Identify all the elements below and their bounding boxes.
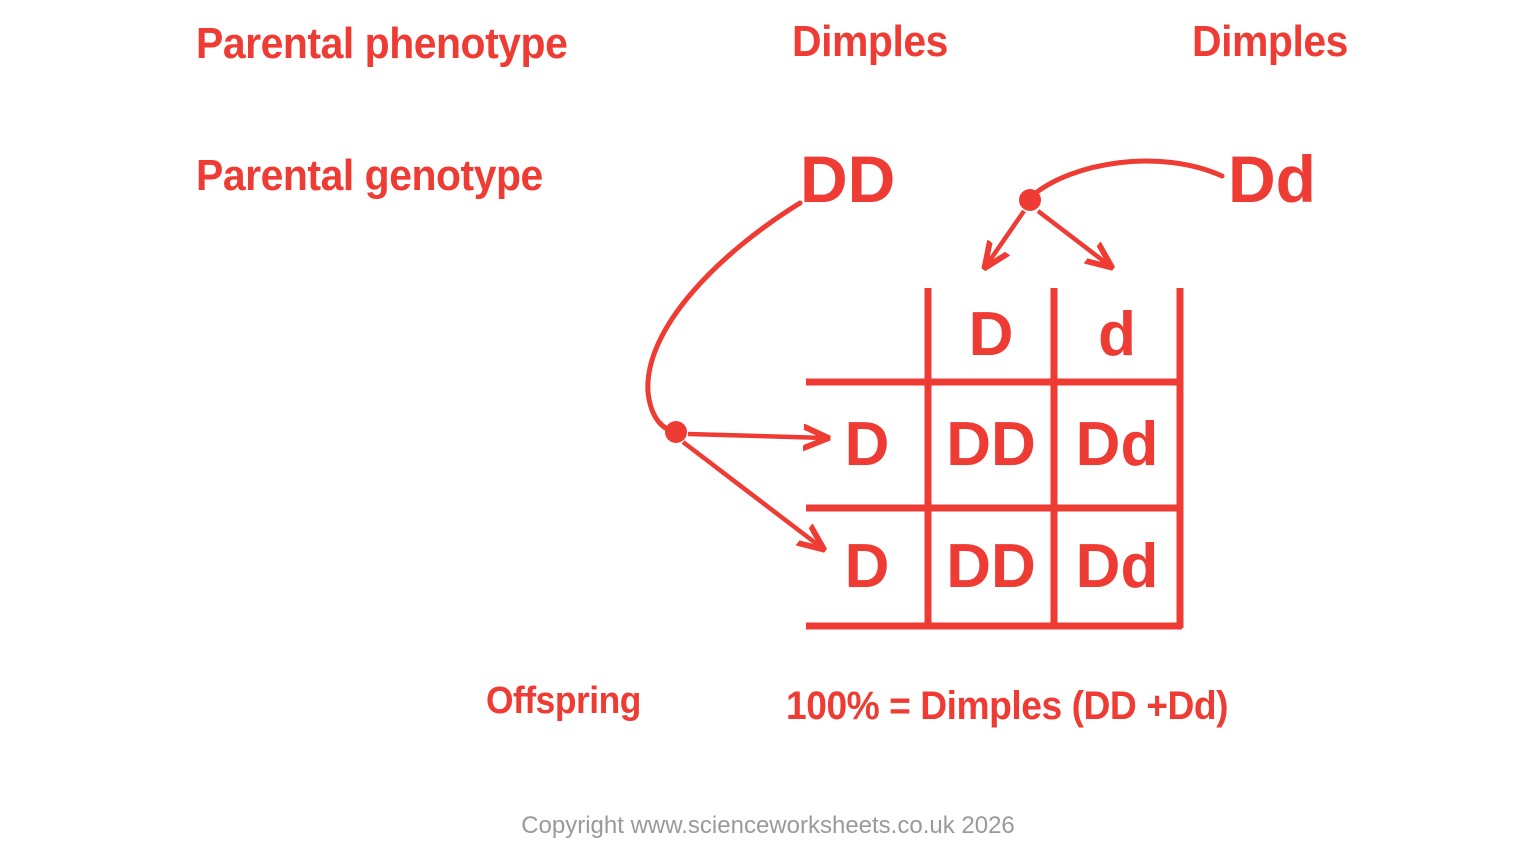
parent-1-arrow-to-row-2 xyxy=(681,440,822,548)
punnett-row-header-0: D xyxy=(844,410,890,479)
copyright-notice: Copyright www.scienceworksheets.co.uk 20… xyxy=(521,812,1015,839)
parental-phenotype-label: Parental phenotype xyxy=(196,19,568,68)
parent-1-branch-node xyxy=(665,421,687,443)
punnett-cell-0-0: DD xyxy=(946,410,1036,479)
punnett-row-header-1: D xyxy=(844,531,890,601)
punnett-column-header-0: D xyxy=(968,300,1014,369)
offspring-label: Offspring xyxy=(486,680,641,722)
parent-2-phenotype-value: Dimples xyxy=(1192,17,1348,66)
punnett-cell-0-1: Dd xyxy=(1075,410,1159,479)
parent-2-genotype-value: Dd xyxy=(1228,142,1316,216)
parent-1-connector-curve xyxy=(645,200,803,435)
parent-2-connector-curve xyxy=(1029,158,1225,199)
parental-genotype-label: Parental genotype xyxy=(196,151,543,200)
parent-2-arrow-to-col-1 xyxy=(986,209,1026,266)
parent-2-arrow-to-col-2 xyxy=(1036,209,1110,266)
parent-2-branch-node xyxy=(1019,189,1041,211)
punnett-column-header-1: d xyxy=(1098,300,1136,369)
offspring-result-text: 100% = Dimples (DD +Dd) xyxy=(786,684,1229,728)
parent-1-genotype-value: DD xyxy=(800,142,896,216)
punnett-cell-1-0: DD xyxy=(946,531,1036,601)
parent-1-arrow-to-row-1 xyxy=(687,434,826,438)
punnett-cell-1-1: Dd xyxy=(1075,531,1159,601)
parent-1-phenotype-value: Dimples xyxy=(792,17,948,66)
